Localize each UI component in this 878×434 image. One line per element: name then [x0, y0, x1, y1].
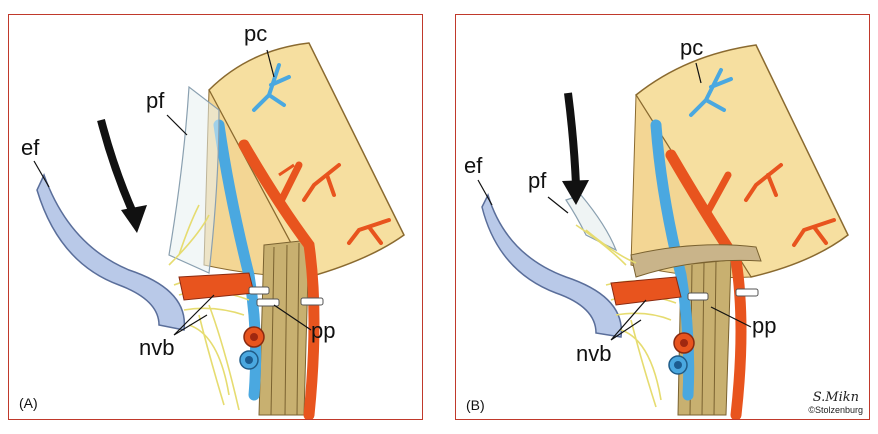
vein-lumen [674, 361, 682, 369]
capsule-artery-2 [792, 218, 836, 247]
prostatic-fascia [565, 194, 618, 252]
clip-1 [687, 292, 709, 301]
vein-lumen [245, 356, 253, 364]
diagram-b [477, 44, 849, 419]
leader-ef [477, 179, 493, 206]
main-artery [238, 139, 320, 419]
endopelvic-fascia [36, 173, 186, 331]
leader-pc [266, 49, 275, 78]
clip-3 [300, 297, 324, 306]
copyright-credit: ©Stolzenburg [808, 405, 863, 415]
arrow-shaft [564, 92, 580, 186]
clip-2 [256, 298, 280, 307]
capsule-artery-1 [302, 163, 341, 202]
leader-nvb [610, 299, 647, 341]
muscle-striations [270, 242, 300, 416]
artery-lumen [250, 333, 258, 341]
capsule-vein [689, 68, 733, 117]
arrow-shaft [97, 118, 138, 217]
label-nvb: nvb [576, 341, 612, 366]
capsule-artery-2 [347, 218, 391, 245]
panel-a: pc pf ef nvb pp (A) [8, 14, 423, 420]
nvb-artery [178, 272, 255, 301]
main-vein [650, 119, 695, 401]
label-pp: pp [752, 313, 777, 338]
leader-pp [273, 304, 312, 331]
label-nvb: nvb [139, 335, 175, 360]
leader-nvb [173, 294, 215, 336]
muscle-bundle [258, 239, 310, 416]
leader-pc [695, 62, 702, 84]
label-ef: ef [464, 153, 483, 178]
leader-pf [547, 196, 569, 214]
arrow-head [562, 180, 589, 205]
arrow-head [121, 205, 147, 233]
capsule-vein [252, 63, 291, 112]
diagram-a [33, 42, 405, 419]
panel-tag-b: (B) [466, 397, 485, 413]
prostate-capsule [208, 42, 405, 278]
capsule-artery-1 [744, 163, 783, 202]
artery-branch [275, 161, 303, 209]
nvb-artery [610, 276, 682, 306]
label-pc: pc [680, 35, 704, 60]
prostate-capsule [635, 44, 849, 278]
label-pf: pf [528, 168, 547, 193]
artery-lumen [680, 339, 688, 347]
capsule-artery-3 [278, 163, 295, 177]
label-pp: pp [311, 318, 336, 343]
endopelvic-fascia [481, 192, 623, 338]
leader-ef [33, 160, 50, 188]
prostatic-fascia [168, 85, 220, 274]
panel-tag-a: (A) [19, 395, 38, 411]
label-pf: pf [146, 88, 165, 113]
artist-signature: S.Mikn [812, 390, 859, 405]
panel-b: pc pf ef nvb pp (B) S.Mikn ©Stolzenburg [455, 14, 870, 420]
leader-pp [710, 306, 752, 328]
fascia-flap [630, 244, 762, 278]
clip-1 [248, 286, 270, 295]
label-pc: pc [244, 21, 268, 46]
clip-2 [735, 288, 759, 297]
artery-branch [702, 171, 732, 219]
label-ef: ef [21, 135, 40, 160]
leader-pf [166, 114, 188, 136]
